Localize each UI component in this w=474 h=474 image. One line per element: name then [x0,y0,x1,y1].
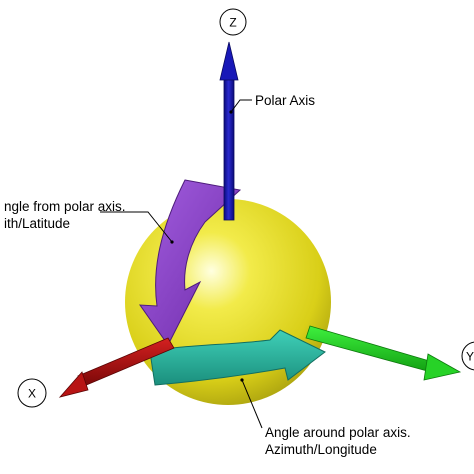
polar-angle-arrow [138,179,242,346]
y-axis [305,325,462,381]
z-axis [219,41,239,221]
polar-angle-label-line2: ith/Latitude [4,216,70,231]
x-axis-label: X [17,378,47,408]
leader-lines [100,99,263,429]
azimuth-label-line1: Angle around polar axis. [265,425,411,440]
z-axis-label: Z [219,8,247,36]
x-axis [58,337,175,398]
svg-text:Y: Y [466,350,474,364]
polar-axis-label: Polar Axis [255,93,315,108]
y-axis-label: Y [461,341,474,371]
azimuth-label-line2: Azimuth/Longitude [265,442,377,457]
svg-text:Z: Z [229,16,236,30]
polar-angle-label-line1: ngle from polar axis. [4,199,126,214]
azimuth-arrow [149,329,326,386]
svg-text:X: X [28,387,36,401]
